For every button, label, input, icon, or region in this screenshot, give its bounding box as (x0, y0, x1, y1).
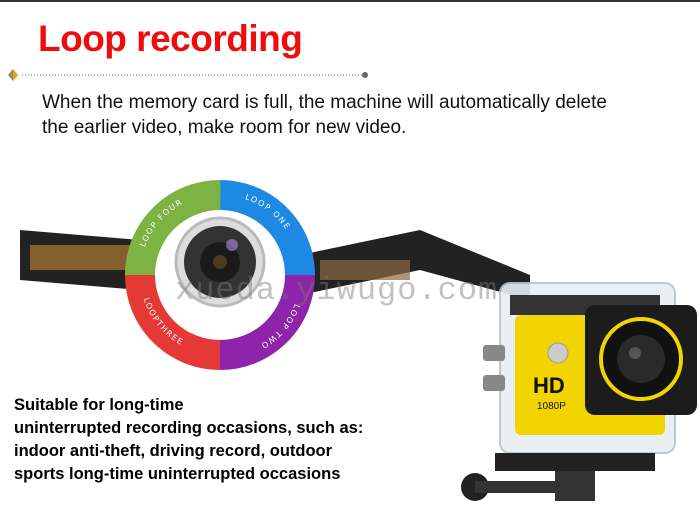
camera-resolution-label: 1080P (537, 401, 566, 412)
watermark: xueda.yiwugo.com (175, 272, 499, 309)
usage-line: sports long-time uninterrupted occasions (14, 465, 341, 483)
usage-line: indoor anti-theft, driving record, outdo… (14, 442, 333, 460)
dotted-divider (8, 69, 368, 81)
description: When the memory card is full, the machin… (42, 90, 682, 140)
loop-graphic: LOOP ONE LOOP TWO LOOPTHREE LOOP FOUR (20, 180, 530, 370)
usage-line: Suitable for long-time (14, 396, 184, 414)
page-title: Loop recording (38, 18, 303, 59)
top-border (0, 0, 700, 2)
film-strip (20, 230, 530, 300)
description-line: When the memory card is full, the machin… (42, 92, 607, 113)
camera-lens-icon (174, 216, 266, 308)
camera-hd-label: HD (533, 373, 565, 398)
action-camera-image: HD 1080P (461, 282, 697, 501)
usage-text: Suitable for long-time uninterrupted rec… (14, 394, 363, 486)
description-line: the earlier video, make room for new vid… (42, 117, 407, 138)
usage-line: uninterrupted recording occasions, such … (14, 419, 364, 437)
